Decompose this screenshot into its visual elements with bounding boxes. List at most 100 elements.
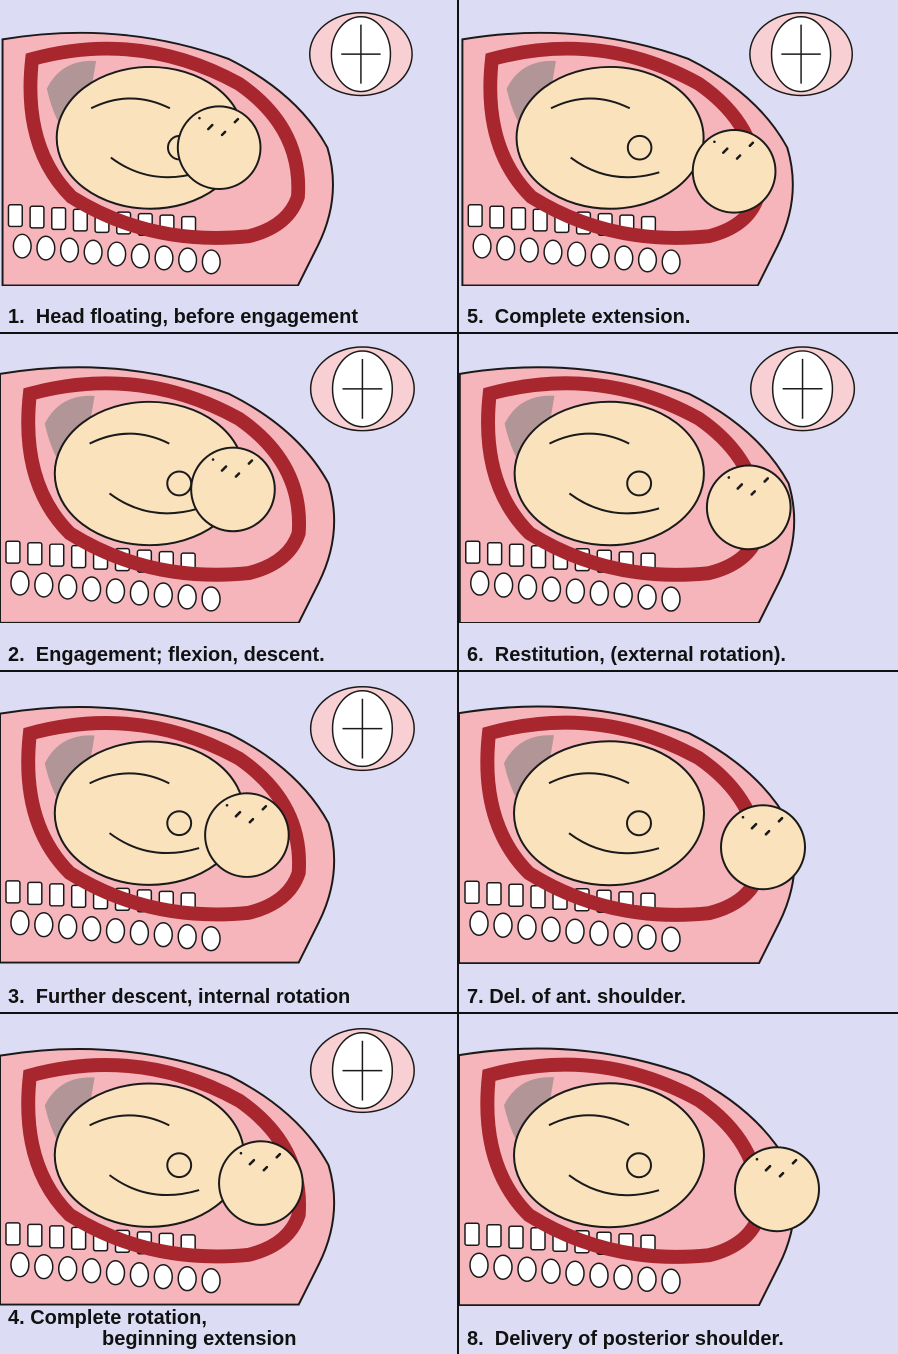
- bone-segment: [473, 234, 491, 258]
- vertebra: [465, 881, 479, 903]
- bone-segment: [107, 1261, 125, 1285]
- bone-segment: [471, 571, 489, 595]
- fetus-hand: [627, 1153, 651, 1177]
- caption: 6. Restitution, (external rotation).: [467, 645, 892, 666]
- caption: 5. Complete extension.: [467, 307, 892, 328]
- fetus-body: [514, 741, 704, 885]
- bone-segment: [178, 1267, 196, 1291]
- caption-line-2: beginning extension: [8, 1329, 451, 1350]
- hair-dot: [207, 128, 210, 131]
- hair-dot: [736, 157, 739, 160]
- bone-segment: [130, 581, 148, 605]
- panel-6: 6. Restitution, (external rotation).: [459, 334, 898, 672]
- vertebra: [512, 208, 526, 230]
- bone-segment: [130, 921, 148, 945]
- vertebra: [52, 208, 66, 230]
- vertebra: [50, 544, 64, 566]
- hair-dot: [212, 458, 215, 461]
- vertebra: [490, 206, 504, 228]
- vertebra: [466, 541, 480, 563]
- hair-dot: [749, 144, 752, 147]
- bone-segment: [518, 1257, 536, 1281]
- caption: 2. Engagement; flexion, descent.: [8, 645, 451, 666]
- vertebra: [50, 1226, 64, 1248]
- fetus-body: [517, 67, 704, 209]
- caption-line-1: 4. Complete rotation,: [8, 1307, 207, 1329]
- hair-dot: [779, 1175, 782, 1178]
- vertebra: [8, 205, 22, 227]
- bone-segment: [566, 579, 584, 603]
- bone-segment: [59, 575, 77, 599]
- fetus-head: [205, 793, 289, 877]
- bone-segment: [638, 1267, 656, 1291]
- fetus-hand: [628, 136, 652, 160]
- hair-dot: [235, 475, 238, 478]
- bone-segment: [83, 1259, 101, 1283]
- bone-segment: [518, 915, 536, 939]
- hair-dot: [736, 487, 739, 490]
- bone-segment: [494, 913, 512, 937]
- bone-segment: [470, 911, 488, 935]
- vertebra: [28, 543, 42, 565]
- hair-dot: [248, 462, 251, 465]
- fetus-head: [735, 1147, 819, 1231]
- fetus-body: [514, 1083, 704, 1227]
- bone-segment: [542, 577, 560, 601]
- bone-segment: [11, 1253, 29, 1277]
- hair-dot: [765, 1169, 768, 1172]
- bone-segment: [615, 246, 633, 270]
- fetus-hand: [167, 1153, 191, 1177]
- fetus-head: [219, 1141, 303, 1225]
- fetus-hand: [167, 472, 191, 496]
- hair-dot: [778, 820, 781, 823]
- hair-dot: [275, 1156, 278, 1159]
- bone-segment: [590, 1263, 608, 1287]
- bone-segment: [638, 925, 656, 949]
- bone-segment: [107, 579, 125, 603]
- bone-segment: [59, 1257, 77, 1281]
- caption: 7. Del. of ant. shoulder.: [467, 987, 892, 1008]
- hair-dot: [763, 480, 766, 483]
- hair-dot: [221, 469, 224, 472]
- bone-segment: [132, 244, 150, 268]
- bone-segment: [495, 573, 513, 597]
- vertebra: [6, 1223, 20, 1245]
- bone-segment: [494, 1255, 512, 1279]
- fetus-head: [707, 466, 791, 550]
- bone-segment: [520, 238, 538, 262]
- bone-segment: [178, 585, 196, 609]
- bone-segment: [59, 915, 77, 939]
- vertebra: [487, 883, 501, 905]
- bone-segment: [35, 913, 53, 937]
- bone-segment: [638, 585, 656, 609]
- bone-segment: [566, 1261, 584, 1285]
- vertebra: [28, 1224, 42, 1246]
- illustration: [0, 1014, 457, 1306]
- fetus-head: [191, 448, 275, 532]
- bone-segment: [84, 240, 102, 264]
- bone-segment: [566, 919, 584, 943]
- bone-segment: [178, 925, 196, 949]
- vertebra: [6, 541, 20, 563]
- bone-segment: [11, 571, 29, 595]
- fetus-head: [693, 130, 776, 213]
- vertebra: [510, 544, 524, 566]
- vertebra: [30, 206, 44, 228]
- hair-dot: [235, 815, 238, 818]
- bone-segment: [107, 919, 125, 943]
- panel-2: 2. Engagement; flexion, descent.: [0, 334, 459, 672]
- bone-segment: [155, 246, 173, 270]
- panel-3: 3. Further descent, internal rotation: [0, 672, 459, 1014]
- panel-5: 5. Complete extension.: [459, 0, 898, 334]
- fetus-hand: [627, 811, 651, 835]
- hair-dot: [792, 1162, 795, 1165]
- bone-segment: [662, 587, 680, 611]
- bone-segment: [83, 577, 101, 601]
- hair-dot: [722, 151, 725, 154]
- fetus-hand: [167, 811, 191, 835]
- bone-segment: [590, 581, 608, 605]
- bone-segment: [542, 917, 560, 941]
- vertebra: [488, 543, 502, 565]
- panel-8: 8. Delivery of posterior shoulder.: [459, 1014, 898, 1354]
